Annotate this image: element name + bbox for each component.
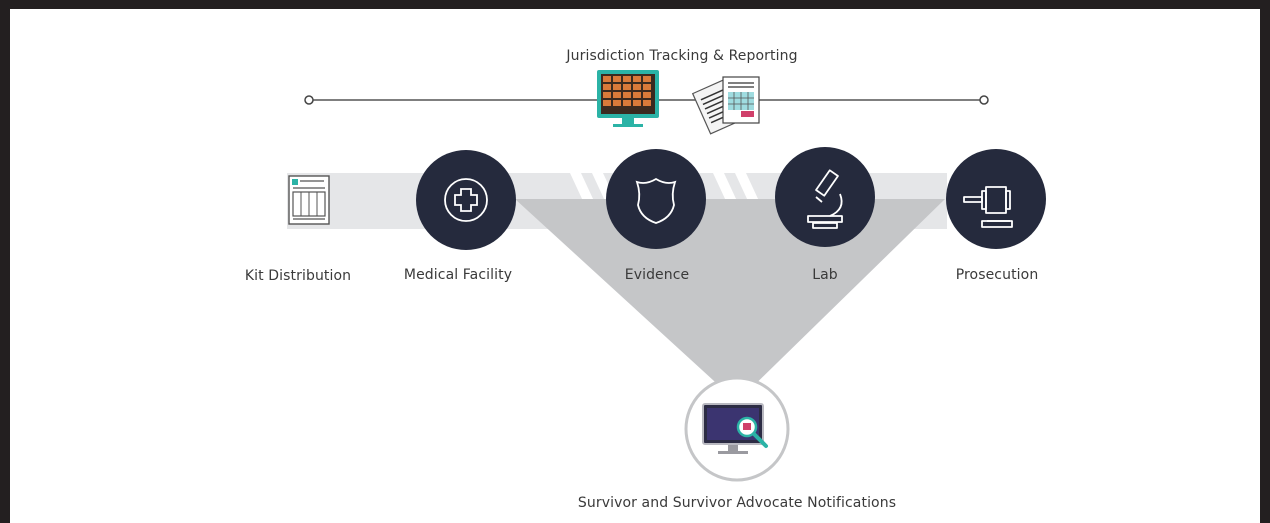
gavel-icon [963,186,1013,228]
kit-form-icon [288,175,330,225]
report-documents-icon [691,76,760,135]
stage-label-evidence: Evidence [624,267,690,283]
tracking-monitor-icon [597,70,659,127]
funnel-triangle [515,199,945,402]
prosecution-node [946,149,1046,249]
police-badge-icon [635,177,677,224]
notifications-label: Survivor and Survivor Advocate Notificat… [577,495,897,511]
stage-label-medical-facility: Medical Facility [403,267,513,283]
lab-node [775,147,875,247]
stage-label-lab: Lab [812,267,838,283]
monitor-magnifier-icon [702,403,768,454]
tracking-title: Jurisdiction Tracking & Reporting [566,48,798,64]
microscope-icon [807,169,843,229]
timeline-start-node [304,95,314,105]
notifications-node [684,376,790,482]
workflow-diagram [287,70,1046,482]
evidence-node [606,149,706,249]
timeline-end-node [979,95,989,105]
medical-facility-node [416,150,516,250]
medical-cross-icon [444,178,488,222]
diagram-frame: Jurisdiction Tracking & Reporting Kit Di… [10,9,1260,523]
stage-label-prosecution: Prosecution [955,267,1039,283]
stage-label-kit-distribution: Kit Distribution [244,268,352,284]
